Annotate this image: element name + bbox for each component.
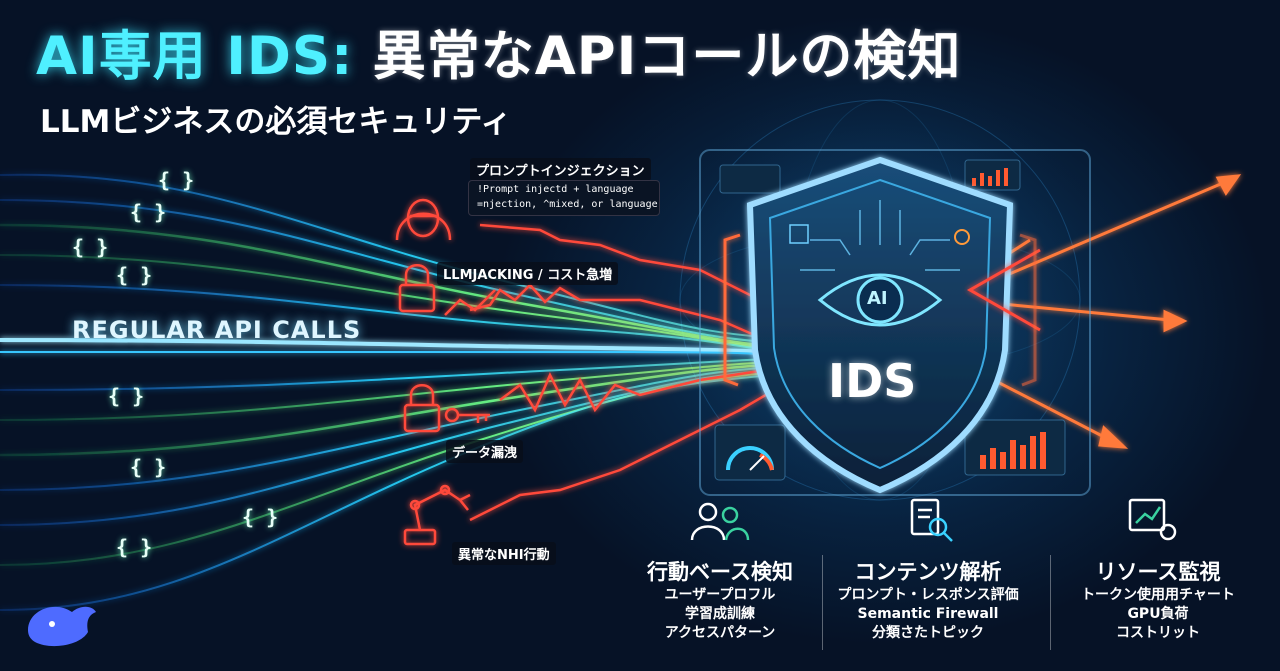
llmjacking-label: LLMJACKING / コスト急増 [437, 262, 619, 285]
page-subtitle: LLMビジネスの必須セキュリティ [40, 104, 512, 140]
threat-lines [469, 223, 801, 522]
prompt-injection-line1: !Prompt injectd + language [477, 184, 634, 195]
column-line: GPU負荷 [1127, 606, 1189, 622]
column-line: 学習成訓練 [685, 606, 755, 622]
data-leak-label: データ漏洩 [446, 440, 524, 463]
column-line: ユーザープロフル [664, 587, 776, 603]
code-brace: { } [158, 168, 195, 192]
column-heading: コンテンツ解析 [854, 560, 1002, 584]
ids-shield [746, 156, 1014, 494]
column-heading: 行動ベース検知 [647, 560, 793, 584]
shield-ai-label: AI [867, 288, 888, 309]
chart-gear-icon [1128, 498, 1177, 541]
robot-arm-icon [403, 484, 471, 546]
eye-icon [817, 273, 943, 327]
title-main: 異常なAPIコールの検知 [372, 26, 962, 87]
column-line: アクセスパターン [664, 625, 776, 641]
document-search-icon [910, 498, 953, 542]
column-heading: リソース監視 [1095, 560, 1221, 584]
code-brace: { } [116, 263, 153, 287]
column-line: コストリット [1116, 625, 1200, 641]
regular-api-calls-label: REGULAR API CALLS [72, 316, 362, 344]
gauge-icon [714, 424, 786, 481]
users-icon [690, 502, 750, 541]
globe-outline [679, 99, 1081, 501]
column-line: トークン使用用チャート [1081, 587, 1235, 603]
code-brace: { } [72, 235, 109, 259]
prompt-injection-line2: =njection, ^mixed, or language [477, 199, 658, 210]
abnormal-nhi-label: 異常なNHI行動 [452, 542, 556, 565]
page-title: AI専用 IDS: 異常なAPIコールの検知 [36, 14, 961, 90]
column-divider [1050, 555, 1051, 650]
column-line: プロンプト・レスポンス評価 [837, 587, 1019, 603]
code-brace: { } [130, 455, 167, 479]
shield-ids-label: IDS [828, 354, 917, 408]
prompt-injection-box: !Prompt injectd + language =njection, ^m… [468, 180, 660, 216]
hacker-icon [395, 198, 452, 241]
code-brace: { } [108, 384, 145, 408]
lock-icon [398, 264, 496, 316]
column-divider [822, 555, 823, 650]
whale-logo-icon [28, 606, 96, 647]
lock-key-icon [403, 384, 490, 433]
column-line: Semantic Firewall [857, 606, 999, 622]
title-accent: AI専用 IDS: [36, 26, 354, 87]
code-brace: { } [130, 200, 167, 224]
code-brace: { } [242, 505, 279, 529]
content-analysis-column: コンテンツ解析 プロンプト・レスポンス評価 Semantic Firewall … [828, 556, 1028, 643]
prompt-injection-label: プロンプトインジェクション [470, 158, 651, 181]
code-brace: { } [116, 535, 153, 559]
column-line: 分類さたトピック [872, 625, 984, 641]
dashboard-frame [699, 149, 1091, 496]
behavior-detection-column: 行動ベース検知 ユーザープロフル 学習成訓練 アクセスパターン [620, 556, 820, 643]
resource-monitoring-column: リソース監視 トークン使用用チャート GPU負荷 コストリット [1058, 556, 1258, 643]
